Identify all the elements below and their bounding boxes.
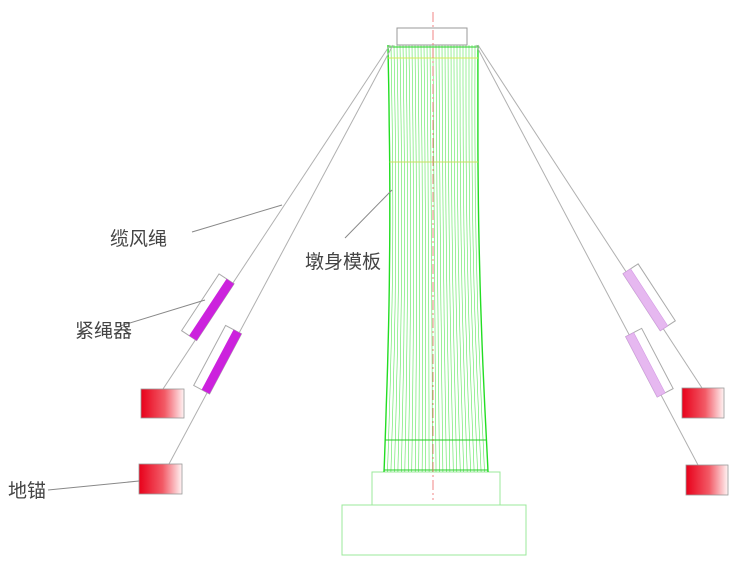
ground-anchor-right-2 [685,464,729,496]
label-tensioner: 紧绳器 [75,320,132,342]
tensioner-left-2 [193,324,243,395]
formwork-line [459,45,468,473]
formwork-line [447,44,454,473]
formwork-line [394,44,399,473]
leader-guy-rope [191,204,283,233]
formwork-line [420,44,423,473]
leader-pier-formwork [344,189,393,239]
guy-rope-right-2 [475,44,699,466]
formwork-line [450,44,458,473]
guy-rope-left-2 [168,44,394,465]
formwork-line [438,44,444,473]
formwork-line [468,45,478,473]
formwork-line [417,44,420,472]
formwork-line [462,45,471,473]
guy-rope-right-1 [477,44,703,389]
label-pier-formwork: 墩身模板 [305,251,381,273]
ground-anchor-left-1 [140,388,185,419]
formwork-line [456,45,464,473]
tensioner-left-1 [180,273,235,342]
formwork-line [453,45,461,473]
label-ground-anchor: 地锚 [8,480,46,502]
formwork-line [383,44,391,473]
label-guy-rope: 缆风绳 [110,228,167,250]
pier-base [371,471,501,506]
tensioner-right-2 [625,327,674,398]
formwork-line [465,45,475,473]
formwork-line [444,44,451,473]
formwork-line [401,44,405,473]
formwork-line [432,44,437,472]
formwork-line [477,44,489,473]
tensioner-right-1 [622,263,677,332]
formwork-line [404,44,408,473]
formwork-line [397,44,403,473]
formwork-line [441,44,447,473]
ground-anchor-left-2 [138,463,183,495]
formwork-line [387,44,394,473]
formwork-line [435,44,440,473]
foundation [341,504,527,556]
pier-cap [396,27,468,46]
formwork-line [411,44,414,473]
leader-ground-anchor [47,480,140,491]
leader-tensioner [119,299,206,327]
formwork-line [408,44,411,473]
formwork-line [474,45,485,473]
formwork-line [414,44,417,473]
formwork-line [471,45,482,473]
formwork-line [423,44,426,472]
formwork-line [390,44,396,473]
pier-formwork [383,44,489,473]
formwork-line [426,44,430,472]
formwork-line [429,44,433,472]
ground-anchor-right-1 [681,387,725,419]
